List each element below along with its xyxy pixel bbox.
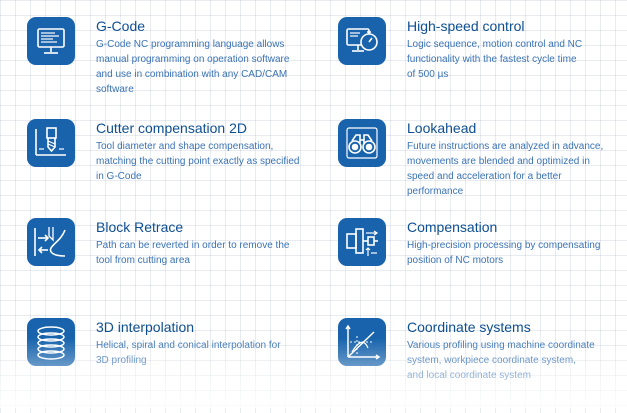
feature-block-retrace: Block Retrace Path can be reverted in or… bbox=[27, 218, 327, 313]
feature-title: Lookahead bbox=[407, 120, 477, 136]
cutter-tool-icon bbox=[27, 119, 75, 167]
feature-description: G-Code NC programming language allows ma… bbox=[96, 39, 290, 95]
feature-cutter-compensation: Cutter compensation 2D Tool diameter and… bbox=[27, 119, 327, 214]
feature-high-speed-control: High-speed control Logic sequence, motio… bbox=[338, 17, 627, 112]
feature-description: Helical, spiral and conical interpolatio… bbox=[96, 340, 281, 366]
retrace-arrows-icon bbox=[27, 218, 75, 266]
feature-description: High-precision processing by compensatin… bbox=[407, 240, 601, 266]
feature-compensation: Compensation High-precision processing b… bbox=[338, 218, 627, 313]
feature-3d-interpolation: 3D interpolation Helical, spiral and con… bbox=[27, 318, 327, 413]
binoculars-icon bbox=[338, 119, 386, 167]
feature-g-code: G-Code G-Code NC programming language al… bbox=[27, 17, 327, 112]
feature-title: 3D interpolation bbox=[96, 319, 195, 335]
feature-title: High-speed control bbox=[407, 18, 525, 34]
motor-compensation-icon bbox=[338, 218, 386, 266]
feature-description: Various profiling using machine coordina… bbox=[407, 340, 595, 381]
coordinate-axes-icon bbox=[338, 318, 386, 366]
feature-title: Coordinate systems bbox=[407, 319, 531, 335]
helix-spiral-icon bbox=[27, 318, 75, 366]
feature-description: Future instructions are analyzed in adva… bbox=[407, 141, 604, 197]
monitor-code-icon bbox=[27, 17, 75, 65]
feature-lookahead: Lookahead Future instructions are analyz… bbox=[338, 119, 627, 214]
feature-coordinate-systems: Coordinate systems Various profiling usi… bbox=[338, 318, 627, 413]
feature-title: Compensation bbox=[407, 219, 498, 235]
feature-title: Block Retrace bbox=[96, 219, 184, 235]
feature-description: Logic sequence, motion control and NC fu… bbox=[407, 39, 583, 80]
feature-title: G-Code bbox=[96, 18, 146, 34]
feature-description: Path can be reverted in order to remove … bbox=[96, 240, 290, 266]
feature-description: Tool diameter and shape compensation, ma… bbox=[96, 141, 300, 182]
stopwatch-monitor-icon bbox=[338, 17, 386, 65]
feature-title: Cutter compensation 2D bbox=[96, 120, 247, 136]
